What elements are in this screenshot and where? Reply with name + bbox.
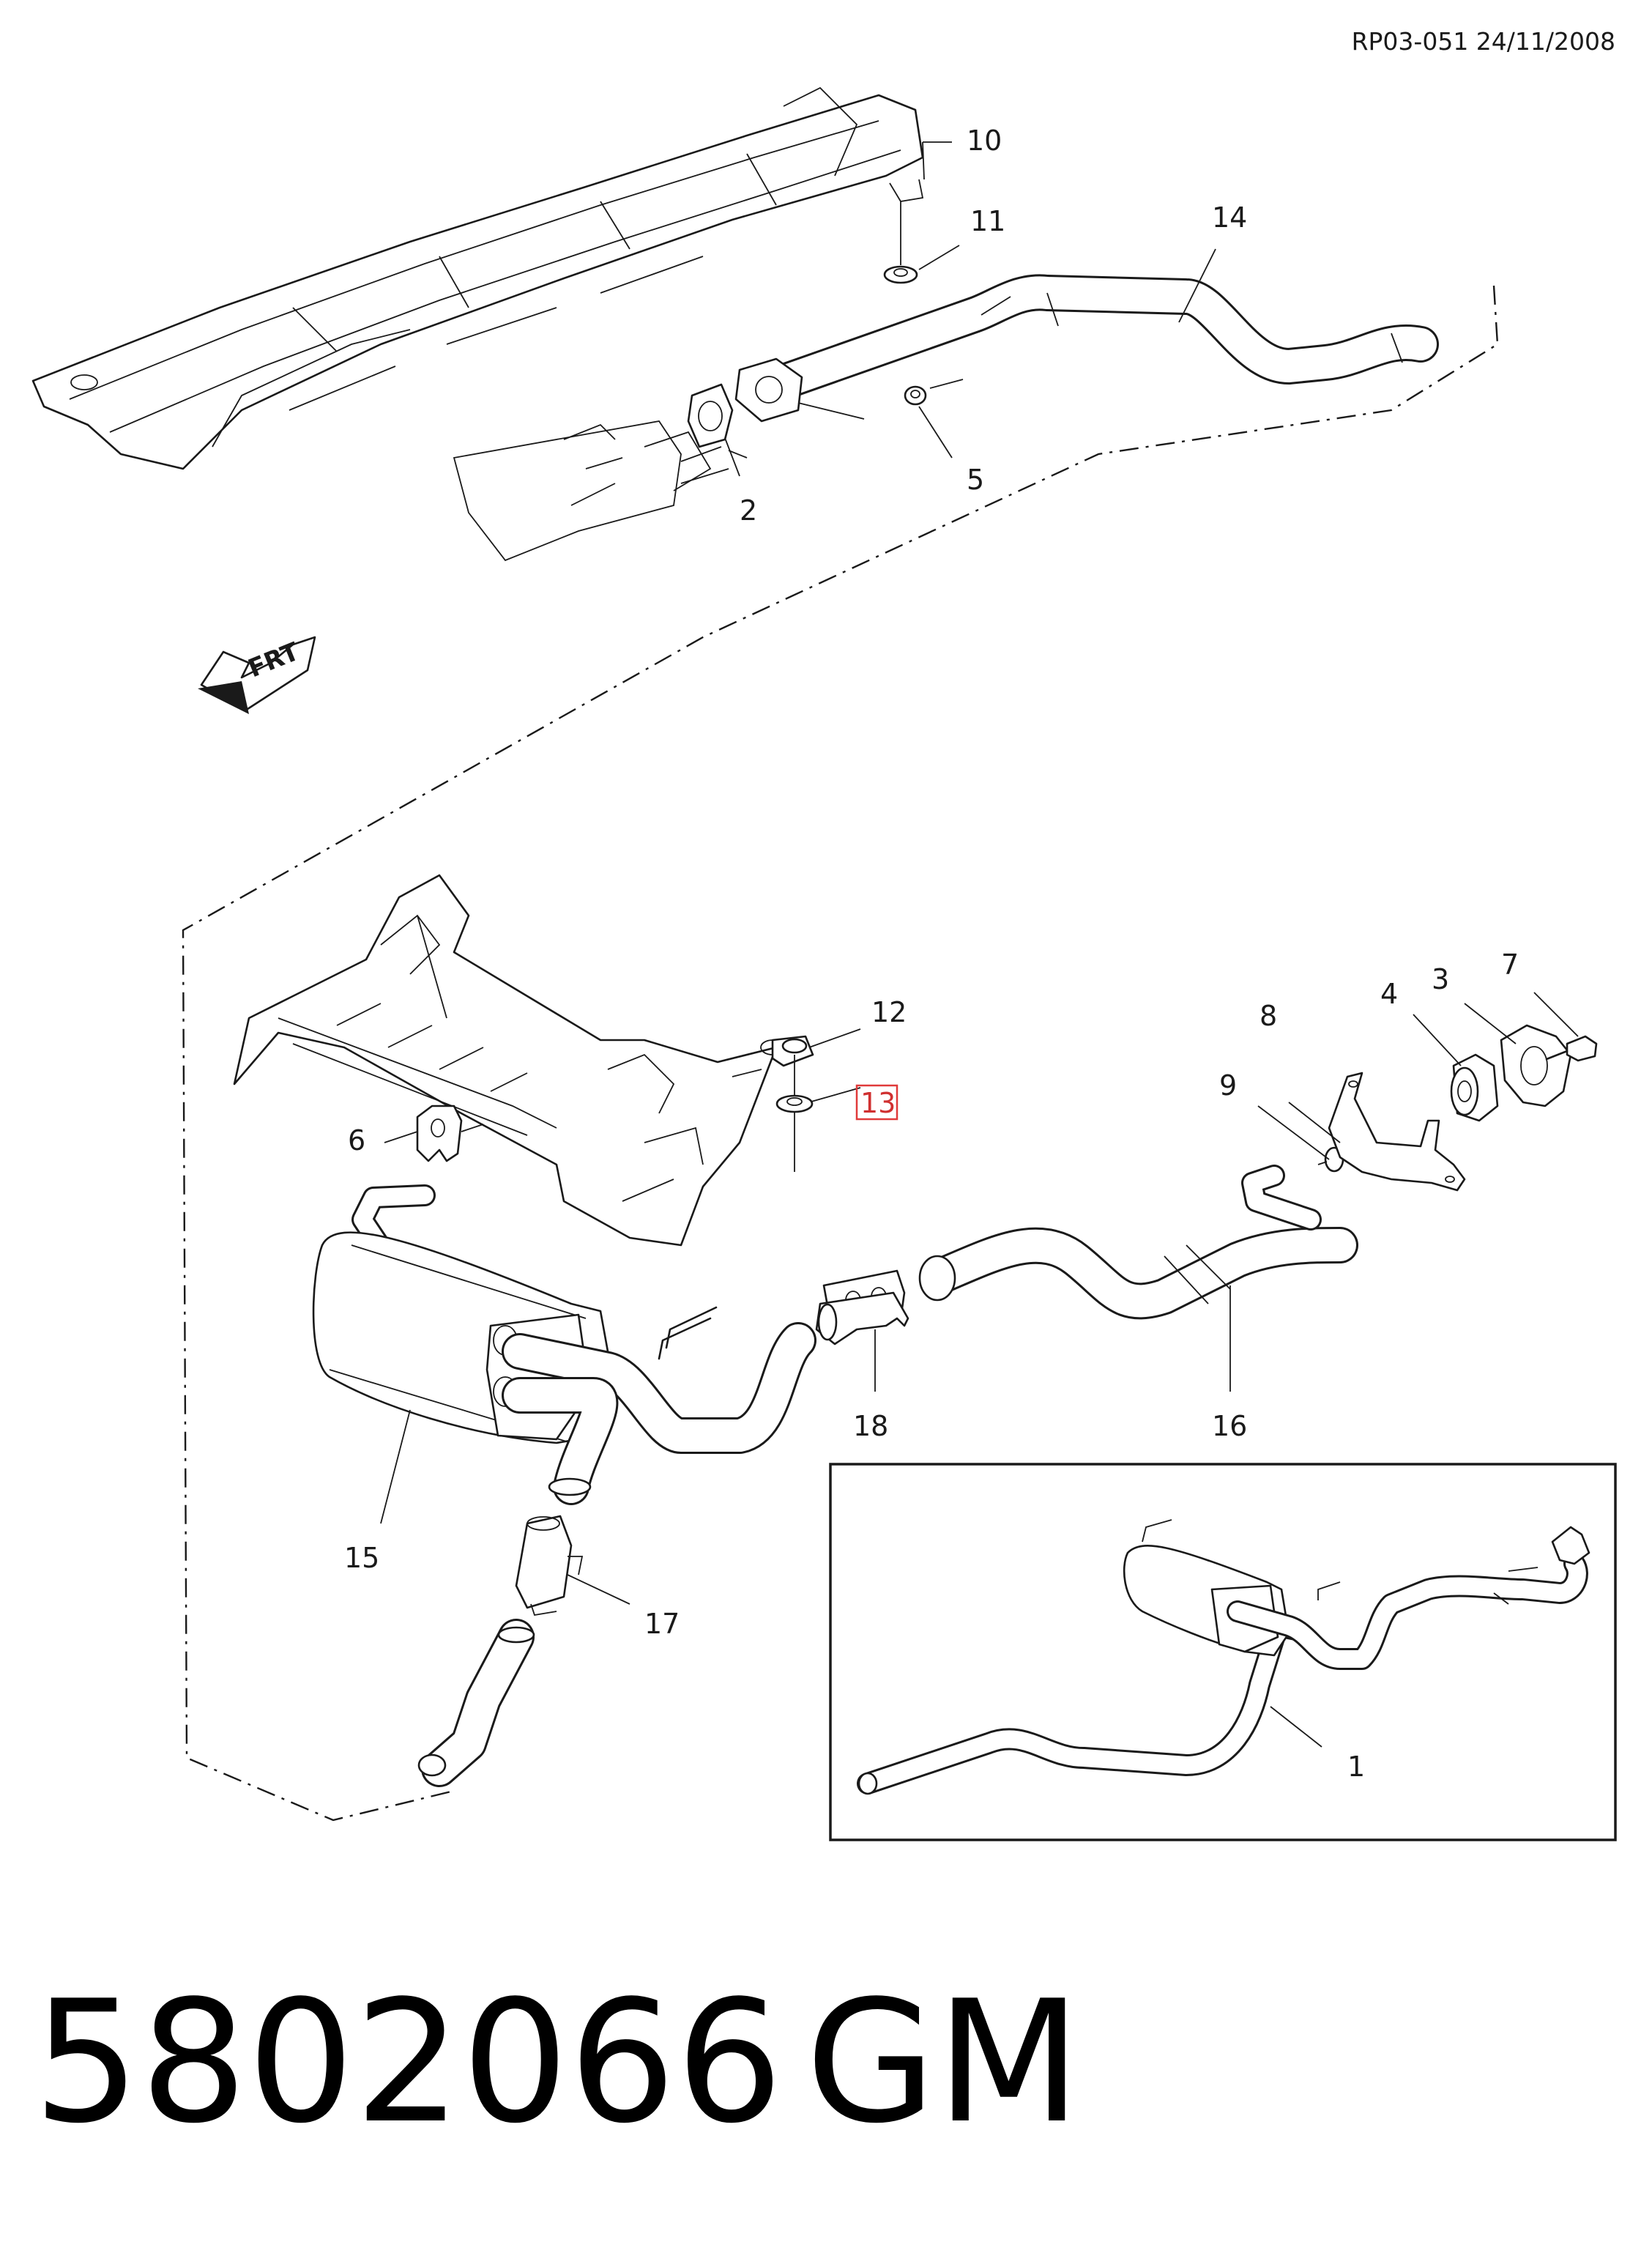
rear-muffler — [312, 1184, 816, 1505]
callout-7: 7 — [1501, 949, 1519, 981]
intermediate-pipe — [918, 1165, 1358, 1320]
reference-code: RP03-051 24/11/2008 — [1352, 27, 1615, 56]
callout-8: 8 — [1260, 1000, 1277, 1032]
rubber-insulator — [1450, 1053, 1499, 1122]
callout-13: 13 — [860, 1087, 896, 1119]
callout-16: 16 — [1212, 1410, 1247, 1442]
pipe-clamp — [815, 1269, 909, 1346]
insulator-retainer — [1500, 1024, 1572, 1107]
callout-18: 18 — [853, 1410, 888, 1442]
callout-2: 2 — [740, 494, 757, 527]
callout-3: 3 — [1432, 963, 1449, 995]
front-pipe — [734, 274, 1439, 423]
front-direction-icon: FRT — [198, 636, 316, 714]
assembly-outline — [182, 285, 1499, 1822]
pipe-nut — [797, 379, 964, 420]
callout-15: 15 — [344, 1542, 379, 1574]
rubber-hanger — [416, 1105, 484, 1162]
callout-14: 14 — [1212, 201, 1247, 234]
tailpipe — [417, 1619, 535, 1787]
brand-label: GM — [805, 1965, 1082, 2161]
complete-exhaust-assembly — [857, 1519, 1590, 1795]
tailpipe-clamp — [515, 1515, 584, 1617]
hanger-bracket — [1328, 1072, 1466, 1192]
subframe-washer — [775, 1055, 814, 1172]
callout-17: 17 — [644, 1608, 680, 1640]
subframe — [233, 874, 785, 1247]
catalytic-converter — [453, 420, 748, 562]
retainer-bolt — [1545, 1035, 1598, 1062]
heat-shield — [31, 86, 924, 470]
callout-11: 11 — [970, 205, 1005, 237]
heat-shield-nut — [883, 201, 918, 284]
part-number: 5802066 — [33, 1965, 783, 2161]
subframe-nut — [771, 1035, 814, 1067]
callout-13-highlight — [855, 1084, 898, 1121]
callout-1: 1 — [1347, 1751, 1365, 1783]
leader-lines — [380, 141, 1579, 1748]
callout-5: 5 — [967, 464, 984, 496]
callout-9: 9 — [1219, 1069, 1237, 1102]
callout-10: 10 — [967, 125, 1002, 157]
assembly-inset — [829, 1463, 1617, 1841]
callout-6: 6 — [348, 1124, 365, 1157]
callout-4: 4 — [1380, 978, 1398, 1010]
flange-gasket — [687, 383, 734, 448]
callout-12: 12 — [871, 996, 907, 1028]
